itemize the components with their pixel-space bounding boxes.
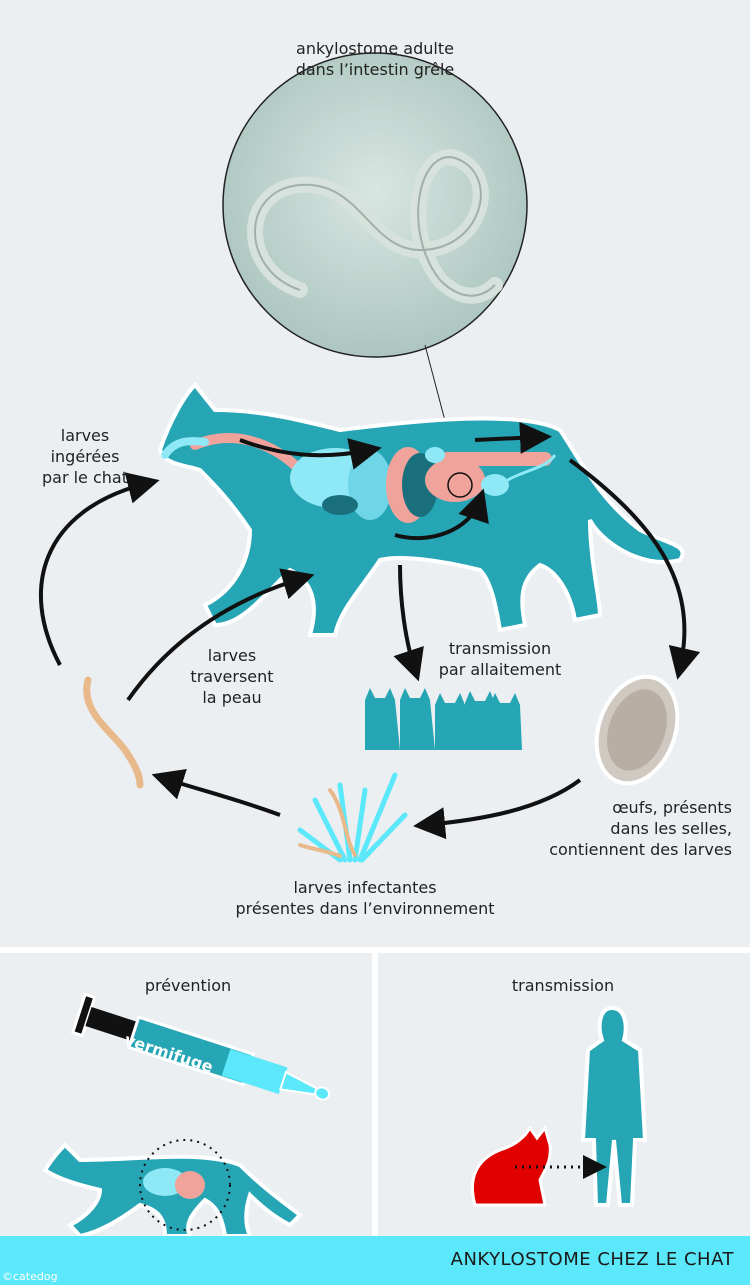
skin-label-line: traversent bbox=[190, 667, 274, 686]
adult-label-line: ankylostome adulte bbox=[296, 39, 454, 58]
prevention-heading: prévention bbox=[144, 976, 232, 995]
vermifuge-syringe bbox=[70, 992, 331, 1101]
nursing-label-line: transmission bbox=[448, 639, 552, 658]
kittens-silhouette bbox=[365, 688, 522, 750]
environment-label-line: présentes dans l’environnement bbox=[235, 899, 495, 918]
eggs-label-line: œufs, présents bbox=[612, 798, 732, 817]
footer-title: ANKYLOSTOME CHEZ LE CHAT bbox=[450, 1249, 734, 1270]
grass-larvae-icon bbox=[297, 772, 408, 863]
footer-band: ANKYLOSTOME CHEZ LE CHAT ©catedog bbox=[0, 1236, 750, 1285]
copyright: ©catedog bbox=[2, 1270, 58, 1283]
nursing-label-line: par allaitement bbox=[438, 660, 562, 679]
small-cat-silhouette bbox=[42, 1139, 304, 1239]
panel-divider bbox=[372, 953, 378, 1236]
transmission-heading: transmission bbox=[511, 976, 615, 995]
eggs-label: œufs, présents dans les selles, contienn… bbox=[520, 797, 732, 860]
ingested-label-line: larves bbox=[60, 426, 110, 445]
cat-silhouette bbox=[157, 382, 685, 637]
eggs-label-line: dans les selles, bbox=[610, 819, 732, 838]
eggs-label-line: contiennent des larves bbox=[549, 840, 732, 859]
human-silhouette bbox=[580, 1005, 648, 1207]
egg-image bbox=[594, 674, 680, 786]
ingested-label: larves ingérées par le chat bbox=[20, 425, 150, 488]
ingested-label-line: ingérées bbox=[50, 447, 120, 466]
section-divider bbox=[0, 947, 750, 953]
adult-worm-microscope-view bbox=[222, 52, 528, 471]
environment-label-line: larves infectantes bbox=[293, 878, 437, 897]
cycle-arrows bbox=[38, 421, 701, 840]
adult-worm-label: ankylostome adulte dans l’intestin grêle bbox=[225, 38, 525, 80]
environment-label: larves infectantes présentes dans l’envi… bbox=[190, 877, 540, 919]
skin-label: larves traversent la peau bbox=[172, 645, 292, 708]
red-cat-silhouette bbox=[470, 1124, 552, 1207]
skin-label-line: la peau bbox=[202, 688, 262, 707]
larva-icon bbox=[83, 676, 144, 789]
nursing-label: transmission par allaitement bbox=[420, 638, 580, 680]
adult-label-line: dans l’intestin grêle bbox=[295, 60, 455, 79]
skin-label-line: larves bbox=[207, 646, 257, 665]
ingested-label-line: par le chat bbox=[41, 468, 128, 487]
